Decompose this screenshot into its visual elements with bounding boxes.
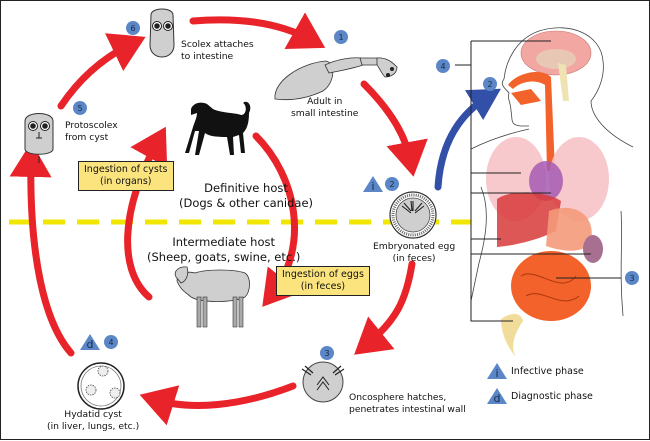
definitive-host-label: Definitive host (Dogs & other canidae) [179, 181, 313, 211]
label-embryonated-egg: Embryonated egg (in feces) [373, 241, 455, 264]
label-line: Adult in [307, 96, 343, 107]
badge-step-4: 4 [104, 335, 118, 349]
label-protoscolex: Protoscolex from cyst [65, 120, 118, 143]
label-hydatid-cyst: Hydatid cyst (in liver, lungs, etc.) [47, 409, 139, 432]
label-line: small intestine [291, 107, 359, 119]
badge-step-1: 1 [334, 30, 348, 44]
badge-step-3: 3 [320, 346, 334, 360]
badge-step-6: 6 [126, 21, 140, 35]
definitive-host-subtitle: (Dogs & other canidae) [179, 196, 314, 210]
ingestion-of-eggs-box: Ingestion of eggs (in feces) [276, 266, 370, 296]
protoscolex-icon [24, 113, 54, 163]
arrow-6-to-1 [189, 12, 326, 50]
badge-step-5: 5 [73, 101, 87, 115]
label-line: Protoscolex [65, 120, 118, 131]
label-line: (in feces) [392, 252, 436, 264]
human-anatomy-icon [455, 27, 634, 357]
svg-text:i: i [371, 180, 374, 193]
dog-silhouette-icon [185, 101, 251, 155]
label-line: Embryonated egg [373, 241, 456, 252]
svg-text:3: 3 [629, 274, 634, 283]
box-line: (in organs) [100, 176, 152, 187]
label-line: Scolex attaches [181, 39, 254, 50]
label-line: from cyst [65, 131, 109, 143]
arrow-1-to-2 [360, 80, 428, 177]
label-line: Oncosphere hatches, [349, 392, 447, 403]
ingestion-of-cysts-box: Ingestion of cysts (in organs) [78, 161, 174, 191]
infective-phase-marker: i [363, 176, 383, 193]
box-line: Ingestion of eggs [282, 269, 364, 280]
label-line: penetrates intestinal wall [349, 403, 466, 415]
svg-text:6: 6 [130, 24, 135, 33]
svg-text:3: 3 [324, 349, 329, 358]
box-line: Ingestion of cysts [84, 164, 168, 175]
intermediate-host-label: Intermediate host (Sheep, goats, swine, … [147, 235, 300, 265]
arrow-3-to-4 [139, 382, 297, 426]
badge-human-2: 2 [483, 77, 497, 91]
svg-text:i: i [495, 367, 498, 380]
legend-diagnostic-icon: d [487, 388, 507, 405]
svg-text:d: d [87, 338, 94, 351]
adult-tapeworm-icon [274, 57, 398, 101]
scolex-icon [149, 8, 175, 58]
legend-diagnostic-label: Diagnostic phase [511, 391, 593, 402]
svg-text:2: 2 [389, 180, 394, 189]
diagnostic-phase-marker: d [80, 334, 100, 351]
svg-text:5: 5 [77, 104, 82, 113]
badge-human-4: 4 [436, 59, 450, 73]
svg-text:4: 4 [440, 62, 445, 71]
definitive-host-title: Definitive host [204, 181, 288, 195]
box-line: (in feces) [300, 281, 346, 292]
label-line: to intestine [181, 50, 234, 62]
oncosphere-icon [301, 361, 345, 403]
arrow-egg-to-human [434, 88, 501, 191]
intermediate-host-subtitle: (Sheep, goats, swine, etc.) [147, 250, 301, 264]
svg-text:1: 1 [338, 33, 343, 42]
hydatid-cyst-icon [77, 362, 125, 410]
badge-human-3: 3 [625, 271, 639, 285]
svg-text:d: d [494, 392, 501, 405]
arrow-5-to-6 [57, 33, 146, 110]
legend-infective-icon: i [487, 363, 507, 380]
label-oncosphere: Oncosphere hatches, penetrates intestina… [349, 392, 466, 415]
embryonated-egg-icon [389, 191, 437, 239]
sheep-illustration-icon [174, 266, 250, 328]
svg-text:4: 4 [108, 338, 113, 347]
intermediate-host-title: Intermediate host [172, 235, 276, 249]
svg-text:2: 2 [487, 80, 492, 89]
badge-step-2: 2 [385, 177, 399, 191]
label-scolex: Scolex attaches to intestine [181, 39, 254, 62]
label-adult: Adult in small intestine [291, 96, 358, 119]
arrow-2-to-3 [354, 260, 416, 355]
label-line: (in liver, lungs, etc.) [47, 420, 140, 432]
label-line: Hydatid cyst [64, 409, 122, 420]
legend-infective-label: Infective phase [511, 366, 584, 377]
arrow-4-to-5 [9, 142, 75, 357]
